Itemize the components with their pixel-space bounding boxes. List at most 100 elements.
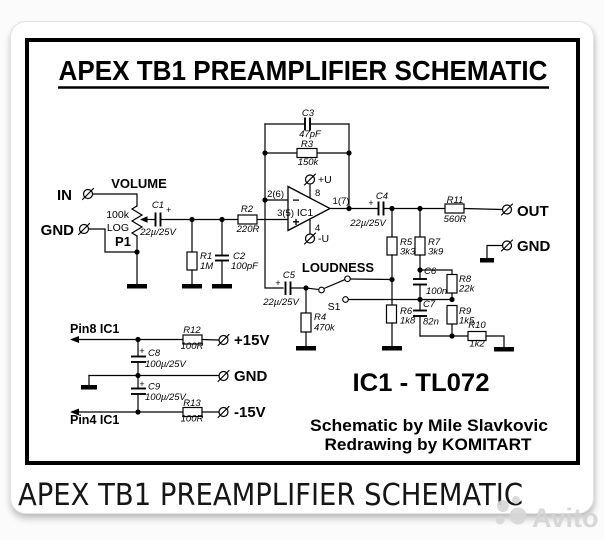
c6-ref: C6 [424, 266, 437, 277]
r1-ref: R1 [200, 251, 212, 262]
c7-ref: C7 [423, 299, 436, 310]
resistor-R11: R11 560R [444, 195, 503, 225]
potentiometer-P1: 100k LOG P1 [106, 205, 156, 289]
r8-value: 22k [458, 284, 476, 295]
r6-ref: R6 [400, 306, 413, 317]
r5-ref: R5 [400, 237, 413, 248]
avito-logo-dot [497, 500, 509, 512]
c3-value: 47pF [299, 129, 322, 140]
schematic-title: APEX TB1 PREAMPLIFIER SCHEMATIC [59, 55, 548, 86]
pin4-arrow [70, 408, 79, 416]
c8-ref: C8 [148, 348, 161, 359]
pin4-label: Pin4 IC1 [70, 413, 119, 427]
resistor-R13: R13 100R [181, 398, 220, 425]
avito-watermark: Avito [495, 496, 599, 533]
pot-wiper-arrow [140, 216, 148, 223]
loudness-label: LOUDNESS [302, 260, 375, 275]
r4-value: 470k [314, 323, 336, 334]
plus15-label: +15V [234, 332, 269, 349]
pin8-arrow [70, 336, 79, 343]
r12-ref: R12 [183, 325, 201, 336]
out-label: OUT [517, 203, 549, 220]
c8-value: 100µ/25V [145, 359, 188, 370]
resistor-R12: R12 100R [181, 325, 219, 352]
c4-polarity: + [368, 198, 373, 208]
r5-value: 3k3 [400, 247, 416, 258]
c9-value: 100µ/25V [145, 392, 188, 403]
feedback-network: C3 47pF R3 150k [262, 108, 352, 289]
c2-ref: C2 [233, 251, 246, 262]
input-stage: IN GND VOLUME 100k LOG P1 C1 + 22µ/25V [41, 176, 289, 289]
pin8-label: Pin8 IC1 [70, 322, 119, 336]
switch-ref: S1 [328, 301, 341, 313]
avito-logo-dot [495, 515, 505, 525]
r1-value: 1M [200, 261, 213, 272]
r3-value: 150k [298, 157, 320, 168]
c7-value: 82n [423, 317, 439, 328]
wire-gnd-out [486, 244, 504, 259]
power-supply-section: Pin8 IC1 R12 100R +15V + C8 100µ/25V GND [70, 322, 269, 427]
r7-value: 3k9 [428, 247, 444, 258]
opamp-triangle [287, 185, 332, 232]
output-stage: + C4 22µ/25V R11 560R OUT GND [349, 191, 551, 263]
c5-ref: C5 [283, 270, 296, 281]
c4-ref: C4 [376, 191, 388, 202]
resistor-R4: R4 470k [296, 287, 336, 351]
opamp-pin-8: 8 [315, 188, 320, 199]
avito-logo-dot [509, 507, 527, 525]
r7-ref: R7 [428, 237, 441, 248]
resistor-R2: R2 220R [236, 204, 289, 235]
resistor-R1: R1 1M [182, 218, 213, 289]
opamp-ref: IC1 [297, 207, 314, 219]
r8-ref: R8 [459, 274, 472, 285]
r2-value: 220R [236, 224, 260, 235]
c8-polarity: + [139, 346, 144, 356]
r2-ref: R2 [241, 204, 254, 215]
pot-zigzag [130, 205, 144, 237]
wire-gnd-in [88, 228, 138, 253]
switch-S1: S1 [305, 275, 393, 313]
resistor-R6: R6 1k8 [382, 304, 416, 351]
r4-ref: R4 [314, 312, 326, 323]
r9-value: 1k5 [459, 316, 475, 327]
wire-in [92, 193, 138, 207]
capacitor-C2: C2 100pF [212, 218, 259, 289]
r12-value: 100R [181, 341, 204, 352]
gnd-in-label: GND [41, 222, 75, 239]
r9-ref: R9 [459, 306, 472, 317]
resistor-R10: R10 1k2 [467, 320, 514, 352]
opamp-pin-3-5: 3(5) [277, 208, 294, 219]
pot-value: 100k [106, 209, 130, 221]
gnd-out-label: GND [517, 238, 551, 255]
c1-value: 22µ/25V [139, 227, 177, 238]
page-caption: APEX TB1 PREAMPLIFIER SCHEMATIC [18, 478, 523, 513]
r13-ref: R13 [183, 398, 201, 409]
resistor-R3: R3 150k [296, 139, 320, 168]
opamp-pin-1-7: 1(7) [333, 196, 350, 207]
schematic-frame: APEX TB1 PREAMPLIFIER SCHEMATIC [25, 38, 580, 465]
switch-arm [323, 278, 346, 290]
credit-redrawing: Redrawing by KOMITART [325, 436, 532, 454]
capacitor-C7: C7 82n [413, 298, 439, 337]
r13-value: 100R [181, 414, 204, 425]
opamp-pin-2-6: 2(6) [267, 189, 284, 200]
volume-label: VOLUME [111, 176, 167, 191]
c4-value: 22µ/25V [349, 218, 387, 229]
wire-feedback-left [264, 123, 284, 289]
avito-logo-dot [512, 496, 520, 504]
r10-ref: R10 [468, 320, 486, 331]
c1-ref: C1 [152, 200, 164, 211]
r10-value: 1k2 [469, 339, 485, 350]
r11-ref: R11 [447, 195, 464, 206]
credit-author: Schematic by Mile Slavkovic [310, 417, 548, 435]
c2-value: 100pF [231, 261, 259, 272]
ic-type-note: IC1 - TL072 [353, 369, 490, 397]
r11-value: 560R [444, 214, 467, 225]
in-label: IN [57, 187, 72, 204]
vee-label: -U [318, 233, 329, 245]
resistor-R7: R7 3k9 [414, 207, 444, 280]
c3-ref: C3 [302, 108, 315, 119]
footer-notes: IC1 - TL072 Schematic by Mile Slavkovic … [310, 369, 548, 454]
c5-polarity: + [275, 278, 280, 288]
capacitor-C3: C3 47pF [299, 108, 322, 140]
